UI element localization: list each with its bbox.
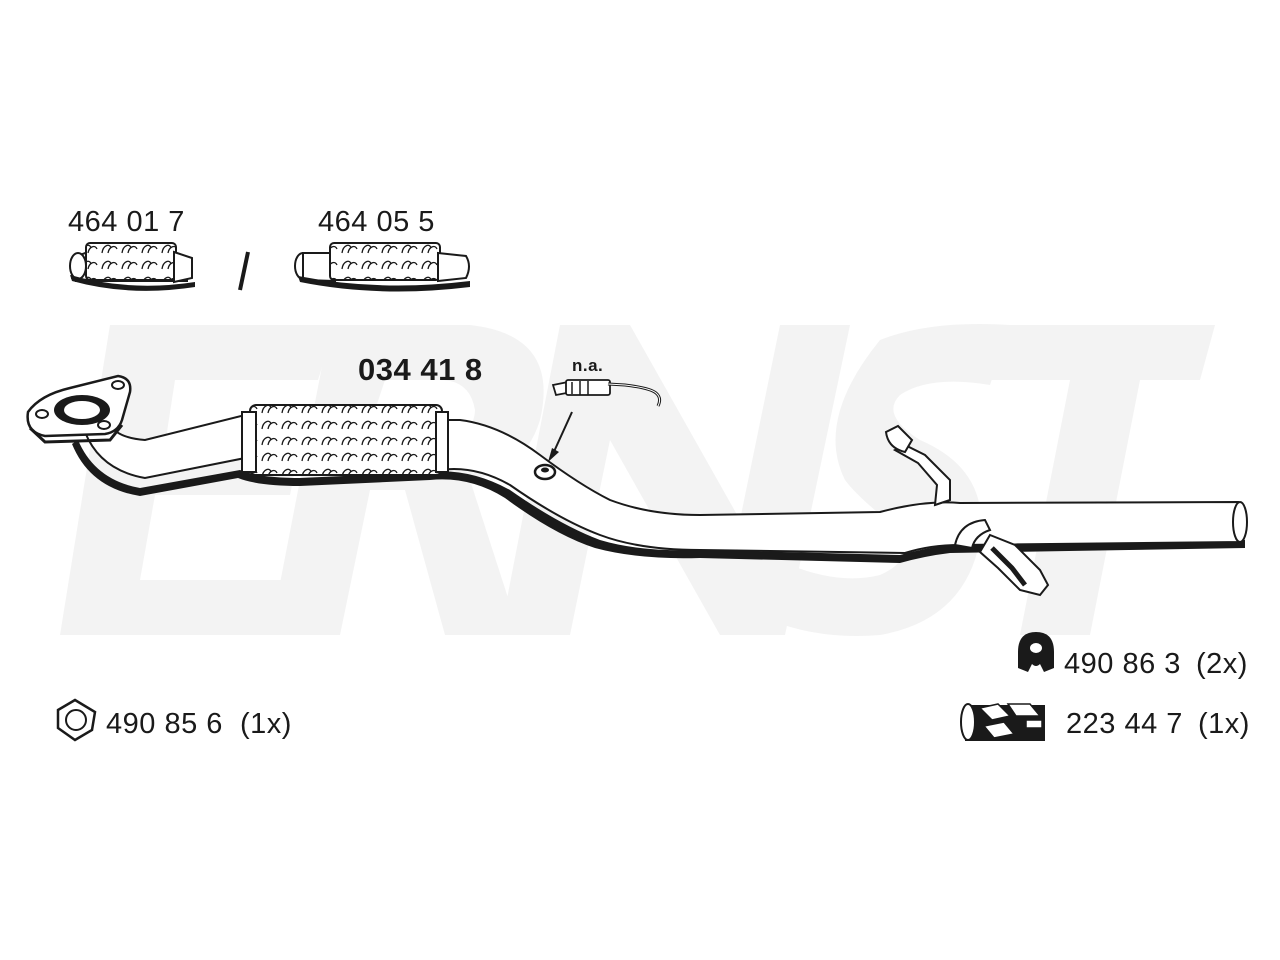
alternative-separator: / <box>237 252 238 253</box>
rubber-mount-icon <box>1018 632 1054 672</box>
lambda-sensor-drawing <box>551 379 662 407</box>
flex-pipe-464017-part-number: 464 01 7 <box>68 206 185 238</box>
flex-pipe-464055-drawing <box>294 242 470 292</box>
flex-pipe-464055-part-number: 464 05 5 <box>318 206 435 238</box>
gasket-icon <box>56 698 97 742</box>
rubber-mount-quantity: (2x) <box>1196 648 1248 680</box>
pipe-clamp-part-number: 223 44 7 <box>1066 708 1183 740</box>
sensor-pointer-arrow <box>551 411 573 457</box>
rubber-mount-part-number: 490 86 3 <box>1064 648 1181 680</box>
pipe-clamp-quantity: (1x) <box>1198 708 1250 740</box>
flex-pipe-464017-drawing <box>69 242 195 291</box>
pipe-clamp-icon <box>960 703 1045 741</box>
gasket-quantity: (1x) <box>240 708 292 740</box>
gasket-part-number: 490 85 6 <box>106 708 223 740</box>
main-part-number: 034 41 8 <box>358 352 483 387</box>
sensor-not-included-note: n.a. <box>572 356 604 375</box>
front-pipe-drawing <box>26 374 1248 597</box>
